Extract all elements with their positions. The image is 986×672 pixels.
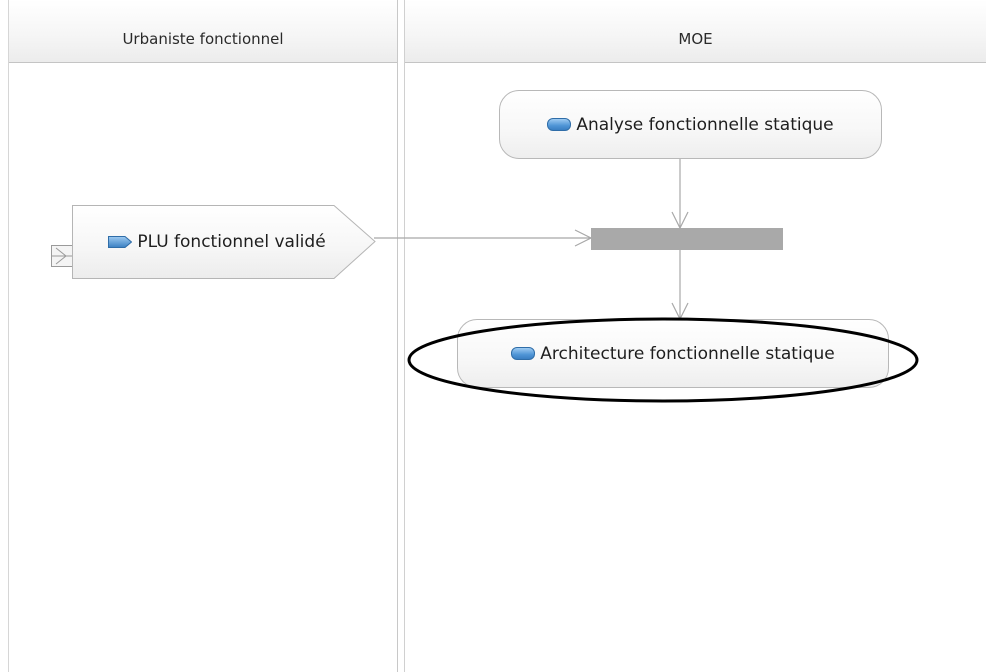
pin-arrow-icon	[52, 247, 72, 265]
action-node-analyse[interactable]: Analyse fonctionnelle statique	[499, 90, 882, 159]
object-node-plu-shape[interactable]	[72, 205, 377, 279]
highlight-ellipse-annotation	[407, 317, 919, 403]
swimlane-header-urbaniste[interactable]: Urbaniste fonctionnel	[9, 0, 397, 63]
action-pill-icon	[547, 118, 572, 131]
object-node-plu-label: PLU fonctionnel validé	[137, 232, 326, 252]
swimlane-header-moe[interactable]: MOE	[405, 0, 986, 63]
fork-join-bar[interactable]	[591, 228, 783, 250]
action-node-architecture-label: Architecture fonctionnelle statique	[540, 343, 835, 364]
object-node-plu[interactable]: PLU fonctionnel validé	[72, 205, 362, 279]
object-flow-icon	[108, 236, 133, 248]
swimlane-moe[interactable]: MOE	[398, 0, 986, 672]
swimlane-urbaniste-fonctionnel[interactable]: Urbaniste fonctionnel	[8, 0, 398, 672]
action-node-analyse-label: Analyse fonctionnelle statique	[576, 114, 834, 135]
action-pill-icon	[511, 347, 536, 360]
swimlane-divider	[404, 0, 405, 672]
input-pin[interactable]	[51, 245, 73, 267]
